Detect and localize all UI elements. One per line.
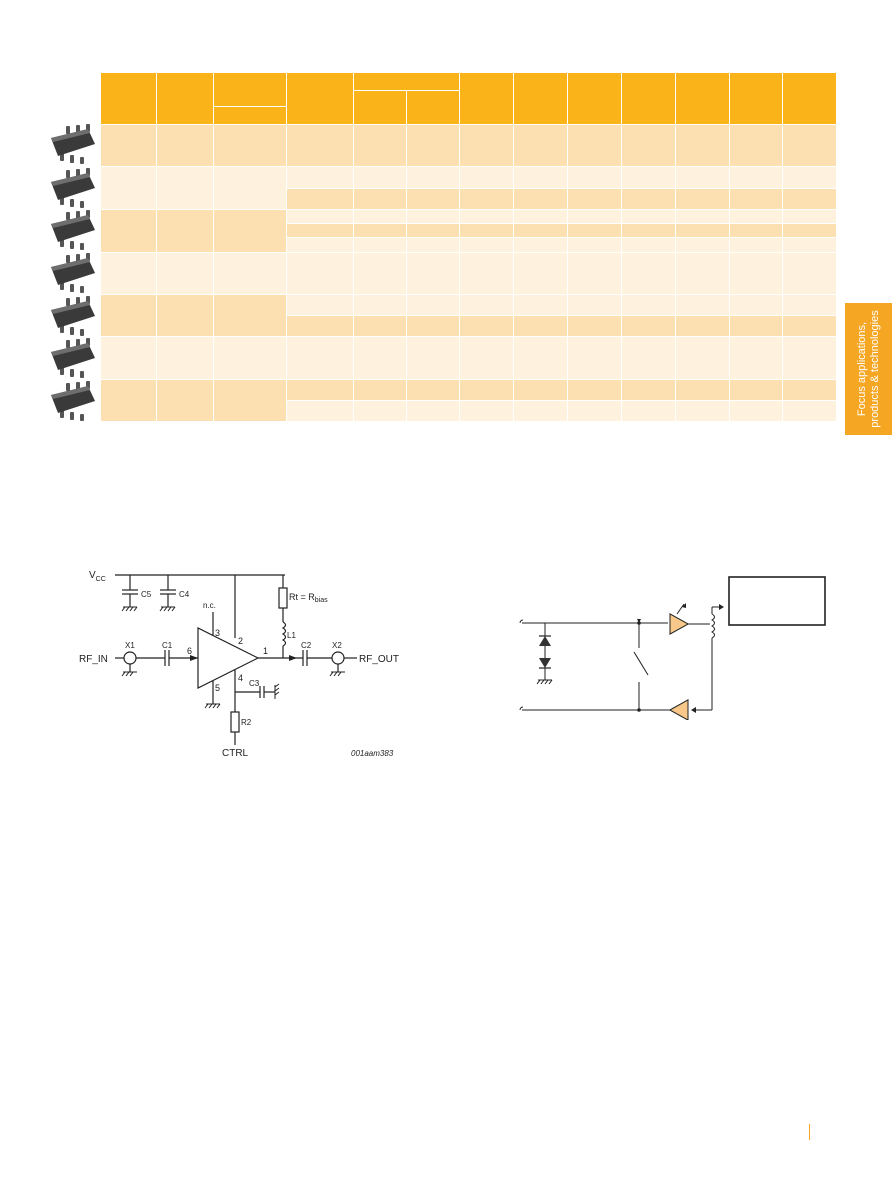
c5-label: C5 <box>141 590 152 599</box>
nc-label: n.c. <box>203 601 216 610</box>
ic-package-icon <box>51 338 95 378</box>
x2-label: X2 <box>332 641 342 650</box>
side-tab-line-1: Focus applications, <box>855 321 868 417</box>
table-row <box>100 124 837 167</box>
page-marker <box>809 1124 810 1140</box>
pin-3-label: 3 <box>215 628 220 638</box>
section-side-tab[interactable]: Focus applications, products & technolog… <box>845 303 892 435</box>
ic-package-icon <box>51 210 95 250</box>
pin-4-label: 4 <box>238 673 243 683</box>
rt-label: Rt = Rbias <box>289 592 328 604</box>
ctrl-label: CTRL <box>222 748 249 759</box>
l1-label: L1 <box>287 631 296 640</box>
pin-6-label: 6 <box>187 646 192 656</box>
table-row <box>101 237 837 253</box>
vcc-label: VCC <box>89 570 106 583</box>
c2-label: C2 <box>301 641 312 650</box>
table-row <box>100 209 837 253</box>
amplifier-schematic: VCC C5 C4 n.c. 3 2 6 1 4 5 Rt = Rbias L1… <box>79 570 399 759</box>
table-row <box>100 294 837 337</box>
output-block <box>728 576 826 626</box>
ic-package-icon <box>51 168 95 208</box>
table-row <box>100 252 837 295</box>
x1-label: X1 <box>125 641 135 650</box>
pin-1-label: 1 <box>263 646 268 656</box>
ic-package-icon <box>51 253 95 293</box>
table-header-row-1 <box>100 72 837 125</box>
ic-package-icon <box>51 381 95 421</box>
side-tab-label: Focus applications, products & technolog… <box>856 310 882 427</box>
table-row <box>100 379 837 422</box>
table-row <box>100 166 837 210</box>
ic-package-icon <box>51 124 95 164</box>
spec-table <box>100 72 837 422</box>
side-tab-line-2: products & technologies <box>868 310 881 428</box>
table-row <box>101 400 837 422</box>
rf-in-label: RF_IN <box>79 654 108 665</box>
c3-label: C3 <box>249 679 260 688</box>
table-row <box>100 336 837 380</box>
table-row <box>101 188 837 210</box>
ic-package-icon <box>51 296 95 336</box>
r2-label: R2 <box>241 718 252 727</box>
pin-2-label: 2 <box>238 636 243 646</box>
table-row <box>101 223 837 238</box>
table-header-row-3 <box>101 106 837 125</box>
c4-label: C4 <box>179 590 190 599</box>
transceiver-schematic <box>519 576 826 720</box>
table-row <box>101 315 837 337</box>
pin-5-label: 5 <box>215 683 220 693</box>
rf-out-label: RF_OUT <box>359 654 399 665</box>
figure-reference: 001aam383 <box>351 749 394 758</box>
c1-label: C1 <box>162 641 173 650</box>
